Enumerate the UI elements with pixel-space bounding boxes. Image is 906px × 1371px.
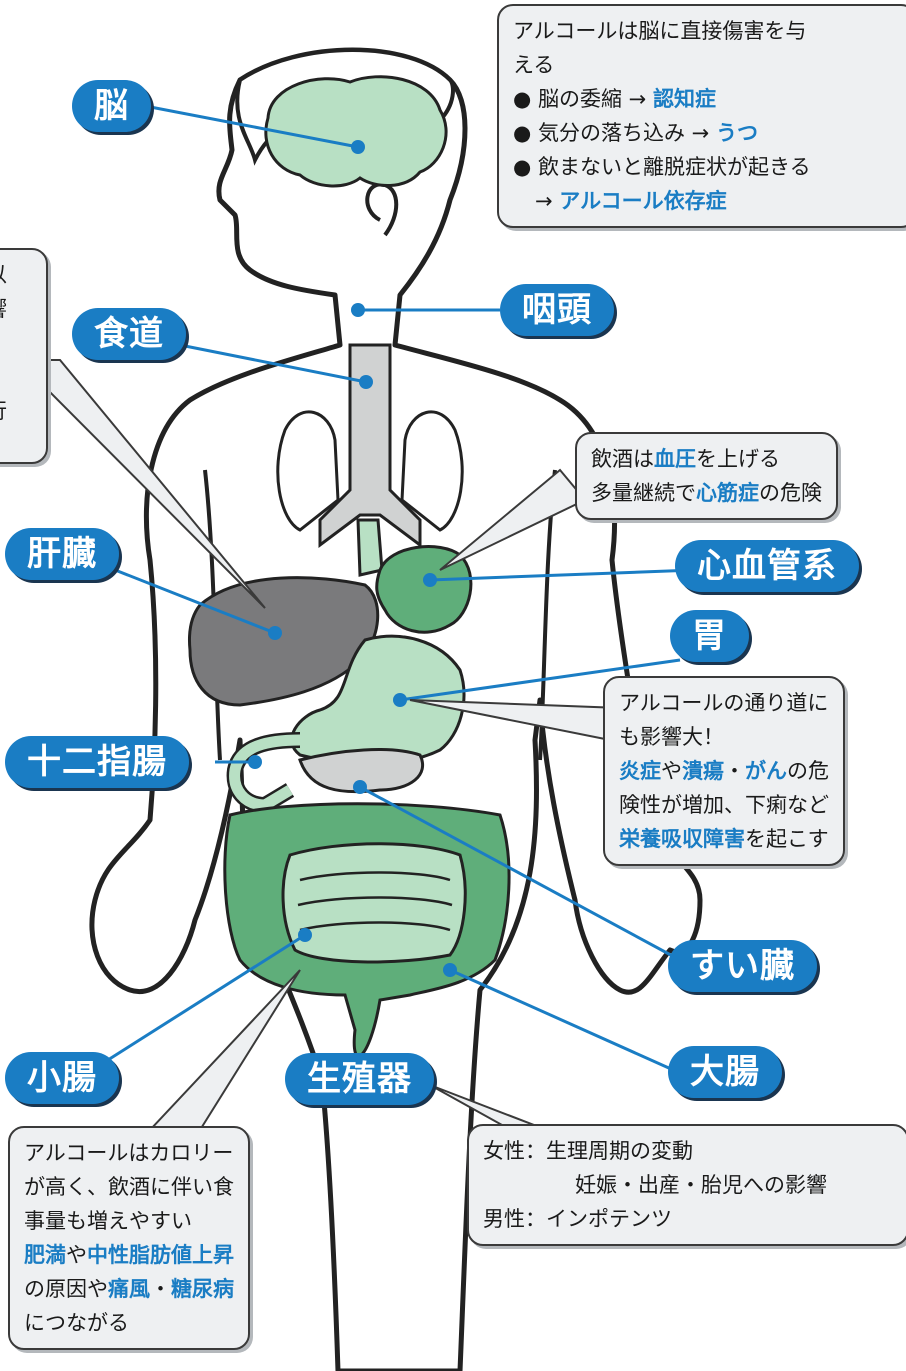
brain-bullet-dementia: ● 脳の委縮 → 認知症 <box>513 82 901 116</box>
liver-text-spacer <box>0 326 36 360</box>
genital-text-2: 妊娠・出産・胎児への影響 <box>483 1168 893 1202</box>
liver-text-3: 行 <box>0 394 36 428</box>
stomach-text-5: 栄養吸収障害を起こす <box>619 822 829 856</box>
brain-text-2: える <box>513 48 901 82</box>
label-cardio: 心血管系 <box>675 540 859 592</box>
callout-brain: アルコールは脳に直接傷害を与 える ● 脳の委縮 → 認知症 ● 気分の落ち込み… <box>497 4 906 228</box>
brain-bullet-depression: ● 気分の落ち込み → うつ <box>513 116 901 150</box>
label-liver: 肝臓 <box>5 528 119 580</box>
cardio-text-1: 飲酒は血圧を上げる <box>591 442 822 476</box>
cardio-text-2: 多量継続で心筋症の危険 <box>591 476 822 510</box>
label-pharynx: 咽頭 <box>500 284 614 336</box>
brain-bullet-dependence: → アルコール依存症 <box>513 184 901 218</box>
callout-calorie: アルコールはカロリー が高く、飲酒に伴い食 事量も増えやすい 肥満や中性脂肪値上… <box>8 1126 250 1350</box>
stomach-text-2: も影響大！ <box>619 720 829 754</box>
label-stomach: 胃 <box>670 610 749 662</box>
label-brain: 脳 <box>72 80 151 132</box>
label-small-intestine: 小腸 <box>5 1052 119 1104</box>
brain-bullet-withdrawal: ● 飲まないと離脱症状が起きる <box>513 150 901 184</box>
liver-text-1: 以 <box>0 258 36 292</box>
stomach-text-3: 炎症や潰瘍・がんの危 <box>619 754 829 788</box>
callout-liver: 以 響 行 <box>0 248 48 464</box>
calorie-text-2: が高く、飲酒に伴い食 <box>24 1170 234 1204</box>
calorie-text-1: アルコールはカロリー <box>24 1136 234 1170</box>
calorie-text-3: 事量も増えやすい <box>24 1204 234 1238</box>
label-large-intestine: 大腸 <box>668 1046 782 1098</box>
callout-stomach: アルコールの通り道に も影響大！ 炎症や潰瘍・がんの危 険性が増加、下痢など 栄… <box>603 676 845 866</box>
label-esophagus: 食道 <box>72 308 186 360</box>
calorie-text-5: の原因や痛風・糖尿病 <box>24 1272 234 1306</box>
label-duodenum: 十二指腸 <box>5 736 189 788</box>
calorie-text-6: につながる <box>24 1306 234 1340</box>
liver-text-spacer-2 <box>0 360 36 394</box>
callout-cardio: 飲酒は血圧を上げる 多量継続で心筋症の危険 <box>575 432 838 520</box>
esophagus-organ <box>358 520 382 575</box>
liver-text-2: 響 <box>0 292 36 326</box>
label-pancreas: すい臓 <box>668 940 817 992</box>
brain-organ <box>266 77 446 186</box>
stomach-text-4: 険性が増加、下痢など <box>619 788 829 822</box>
callout-genital: 女性：生理周期の変動 妊娠・出産・胎児への影響 男性：インポテンツ <box>467 1124 906 1246</box>
stomach-text-1: アルコールの通り道に <box>619 686 829 720</box>
genital-text-1: 女性：生理周期の変動 <box>483 1134 893 1168</box>
genital-text-3: 男性：インポテンツ <box>483 1202 893 1236</box>
calorie-text-4: 肥満や中性脂肪値上昇 <box>24 1238 234 1272</box>
label-genital: 生殖器 <box>285 1053 434 1105</box>
brain-text-1: アルコールは脳に直接傷害を与 <box>513 14 901 48</box>
